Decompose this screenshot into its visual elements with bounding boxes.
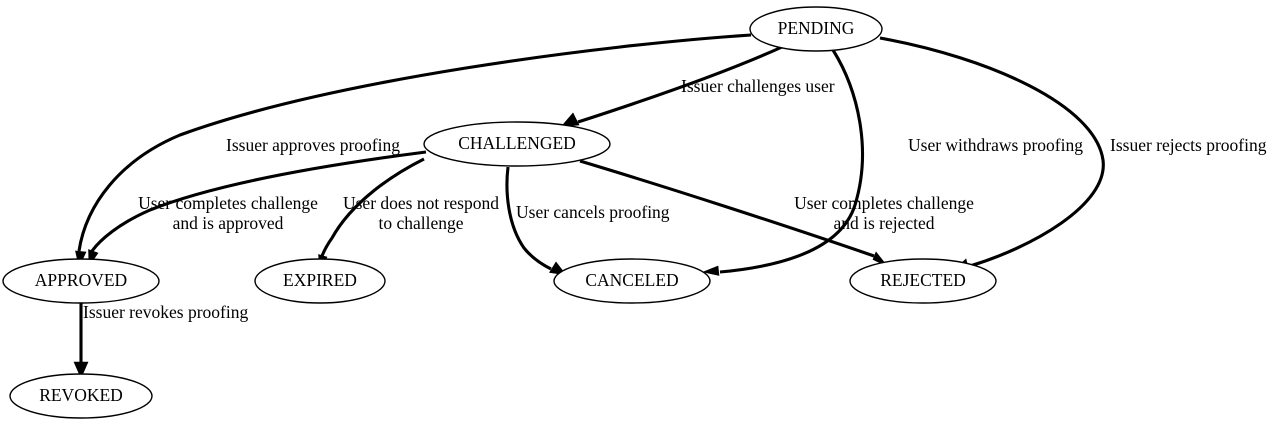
edge-challenged-to-expired[interactable]: User does not respond to challenge — [318, 157, 500, 273]
node-label-canceled: CANCELED — [585, 270, 678, 290]
node-label-rejected: REJECTED — [880, 270, 966, 290]
node-expired[interactable]: EXPIRED — [254, 258, 386, 304]
edge-pending-to-challenged[interactable]: Issuer challenges user — [560, 45, 835, 128]
edge-path-challenged-expired — [320, 157, 425, 257]
node-ellipse-rejected — [849, 258, 997, 304]
node-ellipse-revoked — [9, 373, 153, 419]
edge-label-issuer-approves-proofing: Issuer approves proofing — [226, 135, 400, 155]
edge-path-pending-approved — [77, 33, 752, 252]
edge-label-user-completes-approved-line2: and is approved — [173, 213, 284, 233]
node-ellipse-approved — [2, 258, 160, 304]
node-ellipse-pending — [749, 6, 883, 52]
node-ellipse-challenged — [423, 121, 611, 167]
node-label-expired: EXPIRED — [283, 270, 357, 290]
edge-pending-to-approved[interactable]: Issuer approves proofing — [75, 33, 752, 268]
node-label-approved: APPROVED — [35, 270, 127, 290]
node-label-challenged: CHALLENGED — [458, 133, 576, 153]
node-approved[interactable]: APPROVED — [2, 258, 160, 304]
edge-label-user-completes-approved-line1: User completes challenge — [138, 193, 318, 213]
node-challenged[interactable]: CHALLENGED — [423, 121, 611, 167]
edge-path-challenged-canceled — [505, 166, 552, 271]
node-ellipse-canceled — [553, 258, 711, 304]
edge-pending-to-canceled[interactable]: User withdraws proofing — [701, 49, 1083, 276]
edge-label-user-completes-rejected-line1: User completes challenge — [794, 193, 974, 213]
arrowhead-approved-revoked — [73, 361, 89, 379]
edge-path-challenged-approved — [90, 150, 427, 252]
edge-challenged-to-approved[interactable]: User completes challenge and is approved — [88, 150, 427, 267]
edge-label-issuer-revokes-proofing: Issuer revokes proofing — [83, 302, 248, 322]
edge-label-user-completes-rejected-line2: and is rejected — [833, 213, 934, 233]
node-ellipse-expired — [254, 258, 386, 304]
node-label-pending: PENDING — [778, 18, 855, 38]
edge-label-user-no-respond-line1: User does not respond — [343, 193, 499, 213]
edge-label-user-cancels-proofing: User cancels proofing — [516, 202, 670, 222]
edge-label-user-withdraws-proofing: User withdraws proofing — [908, 135, 1083, 155]
edge-path-pending-rejected — [879, 36, 1105, 268]
edge-challenged-to-canceled[interactable]: User cancels proofing — [505, 166, 670, 276]
edge-challenged-to-rejected[interactable]: User completes challenge and is rejected — [579, 159, 974, 268]
edge-path-pending-challenged — [577, 45, 783, 124]
edge-label-issuer-challenges-user: Issuer challenges user — [681, 76, 835, 96]
arrowhead-pending-canceled — [701, 265, 720, 276]
node-canceled[interactable]: CANCELED — [553, 258, 711, 304]
node-revoked[interactable]: REVOKED — [9, 373, 153, 419]
edge-path-challenged-rejected — [579, 159, 875, 258]
edge-path-pending-canceled — [719, 49, 865, 274]
node-pending[interactable]: PENDING — [749, 6, 883, 52]
edge-label-issuer-rejects-proofing: Issuer rejects proofing — [1110, 135, 1267, 155]
edge-label-user-no-respond-line2: to challenge — [378, 213, 463, 233]
edge-approved-to-revoked[interactable]: Issuer revokes proofing — [73, 302, 248, 379]
node-rejected[interactable]: REJECTED — [849, 258, 997, 304]
node-label-revoked: REVOKED — [39, 385, 123, 405]
